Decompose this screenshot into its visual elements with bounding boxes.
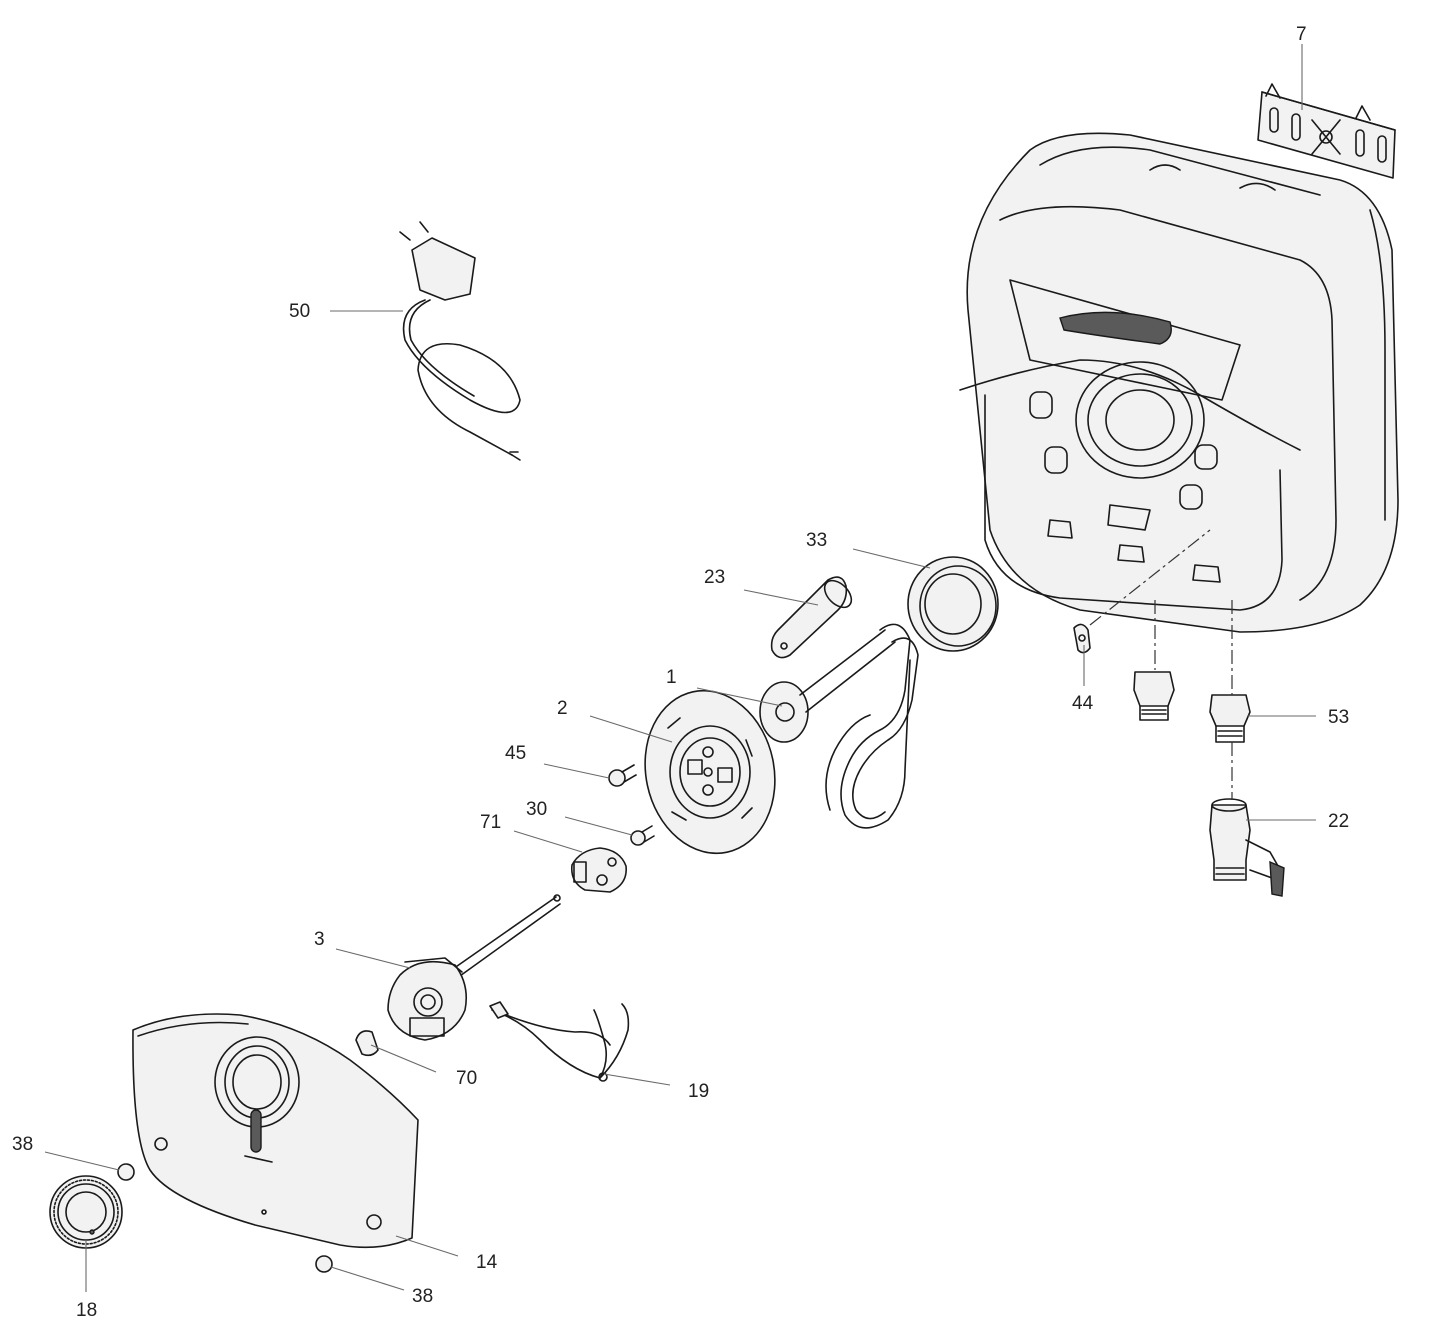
anode bbox=[770, 576, 853, 659]
assembly-axes bbox=[1089, 529, 1233, 800]
callout-33: 33 bbox=[806, 530, 827, 551]
pipe-adapter-53 bbox=[1209, 694, 1251, 743]
callout-23: 23 bbox=[704, 567, 725, 588]
callout-2: 2 bbox=[557, 698, 568, 719]
callout-50: 50 bbox=[289, 301, 310, 322]
callout-44: 44 bbox=[1072, 693, 1094, 714]
thermostat bbox=[387, 894, 561, 1041]
terminal-block bbox=[570, 847, 627, 893]
callout-18: 18 bbox=[76, 1300, 97, 1321]
screw-45 bbox=[608, 764, 637, 787]
callout-7: 7 bbox=[1296, 24, 1307, 45]
callout-70: 70 bbox=[456, 1068, 477, 1089]
callout-38-upper: 38 bbox=[12, 1134, 33, 1155]
heating-element bbox=[759, 623, 919, 829]
cover-plug-lower bbox=[315, 1255, 333, 1273]
callout-19: 19 bbox=[688, 1081, 709, 1102]
callout-30: 30 bbox=[526, 799, 547, 820]
flange-gasket bbox=[907, 556, 999, 652]
clip bbox=[355, 1030, 379, 1057]
leader-lines bbox=[44, 44, 1316, 1292]
callout-22: 22 bbox=[1328, 811, 1349, 832]
screw-30 bbox=[630, 825, 655, 846]
wiring-harness bbox=[489, 1001, 630, 1082]
power-cord bbox=[399, 221, 521, 461]
wall-bracket bbox=[1257, 83, 1396, 179]
callout-45: 45 bbox=[505, 743, 526, 764]
callout-71: 71 bbox=[480, 812, 501, 833]
flange-plate bbox=[644, 689, 776, 855]
callout-labels: 7 50 33 23 1 2 45 30 71 3 70 19 14 38 38… bbox=[12, 24, 1349, 1321]
thermostat-knob bbox=[49, 1175, 123, 1249]
callout-53: 53 bbox=[1328, 707, 1349, 728]
inlet-fitting bbox=[1133, 671, 1175, 721]
front-cover bbox=[132, 1013, 419, 1249]
callout-38-lower: 38 bbox=[412, 1286, 433, 1307]
safety-valve-22 bbox=[1209, 798, 1285, 897]
callout-14: 14 bbox=[476, 1252, 498, 1273]
tank-body bbox=[959, 132, 1399, 633]
earth-clip bbox=[1073, 623, 1091, 654]
callout-3: 3 bbox=[314, 929, 325, 950]
cover-plug-upper bbox=[117, 1163, 135, 1181]
callout-1: 1 bbox=[666, 667, 677, 688]
